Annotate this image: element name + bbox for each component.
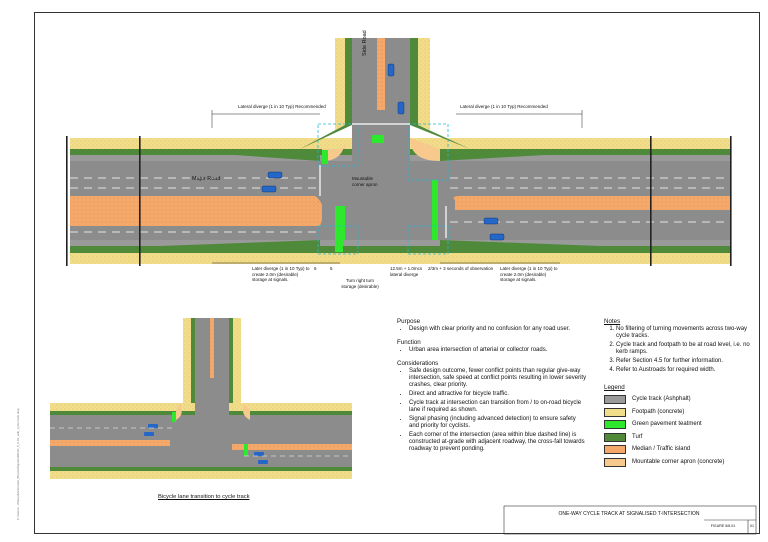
legend-item-mountable-apron: Mountable corner apron (concrete) (604, 457, 754, 467)
function-item: Urban area intersection of arterial or c… (409, 347, 587, 354)
vehicles (261, 63, 505, 241)
turf-south (70, 246, 730, 253)
legend-label: Turf (632, 433, 643, 440)
consideration-item: Direct and attractive for bicycle traffi… (409, 391, 587, 398)
note-item: Cycle track and footpath to be at road l… (616, 342, 754, 356)
side-road-footpath-east (418, 38, 430, 130)
legend-item-turf: Turf (604, 432, 754, 442)
purpose-item: Design with clear priority and no confus… (409, 326, 587, 333)
legend-label: Cycle track (Ashphalt) (632, 396, 691, 402)
section-break-lines (66, 136, 732, 266)
splay-nw (150, 149, 320, 161)
legend-item-median: Median / Traffic island (604, 445, 754, 454)
storage-dimension-label: 12.5m + 1.0mcs lateral diverge (390, 266, 423, 277)
drawing-title: ONE-WAY CYCLE TRACK AT SIGNALISED T-INTE… (558, 511, 700, 517)
lower-intersection-plan (50, 318, 352, 479)
considerations-heading: Considerations (397, 360, 439, 367)
note-item: Refer Section 4.5 for further informatio… (616, 358, 754, 365)
legend-swatch-turf (604, 432, 626, 442)
green-treatment-4 (372, 135, 384, 143)
title-block-frame (503, 505, 757, 535)
legend-swatch-footpath (604, 407, 626, 417)
legend-label: Mountable corner apron (concrete) (632, 458, 725, 465)
note-item: Refer to Austroads for required width. (616, 367, 754, 374)
legend-heading: Legend (604, 384, 625, 391)
legend-item-footpath: Footpath (concrete) (604, 407, 754, 417)
figure-number: FIGURE 5/6.01 (710, 524, 736, 528)
function-heading: Function (397, 339, 421, 346)
green-treatment-5 (335, 206, 345, 240)
legend-block: Legend Cycle track (Ashphalt) Footpath (… (604, 384, 754, 470)
consideration-item: Signal phasing (including advanced detec… (409, 416, 587, 430)
corner-apron-ne (410, 138, 440, 161)
legend-swatch-green-pavement (604, 420, 626, 429)
dimension-lines (211, 110, 583, 264)
side-road-footpath-west (335, 38, 345, 130)
at-grade-corner-outlines (317, 123, 449, 255)
legend-item-green-pavement: Green pavement teatment (604, 420, 754, 429)
observation-dimension-label: 2/3m + 3 seconds of observation (428, 266, 494, 271)
right-turn-storage-label: Turn right turn storage (desirable) (341, 278, 379, 289)
consideration-item: Safe design outcome, fewer conflict poin… (409, 368, 587, 389)
consideration-item: Each corner of the intersection (area wi… (409, 432, 587, 453)
note-item: No filtering of turning movements across… (616, 326, 754, 340)
dimension-a: 6 (314, 266, 317, 271)
left-diverge-dimension-label: Later diverge (1 in 10 Typ) to create 2.… (252, 266, 310, 282)
green-treatment-2 (432, 180, 438, 240)
main-intersection-plan (66, 38, 732, 266)
cycle-track-south (70, 240, 730, 246)
splay-ne (440, 149, 650, 161)
major-road-label: Major Road (192, 176, 221, 182)
sheet-number: 01 (750, 524, 754, 528)
lower-vehicles (144, 424, 268, 464)
consideration-item: Cycle track at intersection can transiti… (409, 400, 587, 414)
side-road-label: Side Road (362, 30, 368, 56)
green-treatment-3 (322, 150, 328, 164)
legend-label: Green pavement teatment (632, 421, 702, 427)
splay-se (440, 240, 600, 246)
side-road-median (377, 38, 385, 110)
legend-item-cycle-track: Cycle track (Ashphalt) (604, 395, 754, 404)
notes-heading: Notes (604, 318, 621, 325)
legend-swatch-mountable-apron (604, 457, 626, 467)
footpath-south (70, 253, 730, 264)
green-treatment-1 (335, 240, 343, 252)
legend-swatch-cycle-track (604, 395, 626, 404)
lower-diagram-caption: Bicycle lane transition to cycle track (158, 494, 250, 500)
side-road-turf-east (410, 38, 470, 149)
lateral-diverge-right-label: Lateral diverge (1 in 10 Typ) Recommende… (460, 104, 548, 109)
notes-block: Notes No filtering of turning movements … (604, 318, 754, 376)
text-column: Purpose Design with clear priority and n… (397, 318, 587, 455)
legend-swatch-median (604, 445, 626, 454)
lateral-diverge-left-label: Lateral diverge (1 in 10 Typ) Recommende… (238, 104, 326, 109)
splay-sw (160, 240, 320, 246)
mountable-apron-label: Mountable corner apron (352, 176, 378, 187)
median-east (453, 195, 730, 210)
legend-label: Median / Traffic island (632, 446, 691, 452)
dimension-b: 5 (330, 266, 333, 271)
legend-label: Footpath (concrete) (632, 408, 685, 415)
stop-lines (319, 123, 447, 238)
side-road-turf-west (300, 38, 352, 149)
median-west (70, 196, 324, 226)
right-diverge-dimension-label: Later diverge (1 in 10 Typ) to create 2.… (500, 266, 558, 282)
purpose-heading: Purpose (397, 318, 421, 325)
drawing-sheet-border (34, 12, 760, 534)
